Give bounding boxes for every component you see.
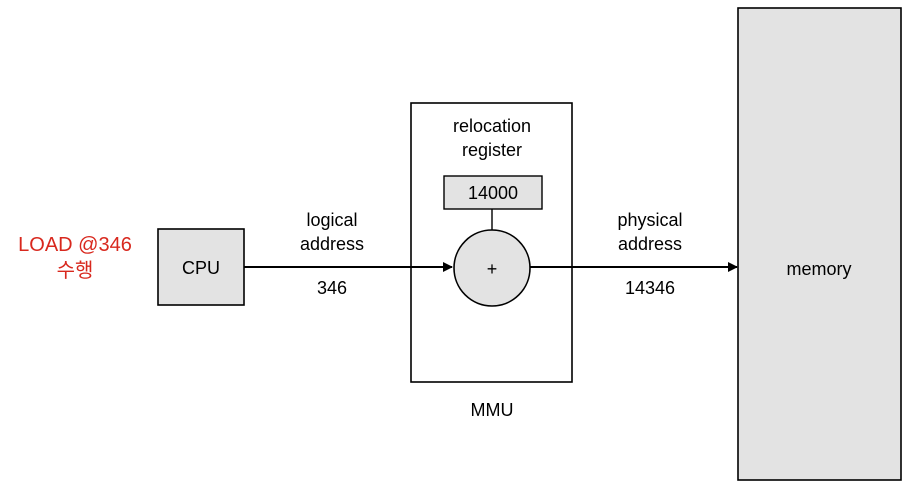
physical-address-label: physical address bbox=[590, 208, 710, 256]
adder-symbol: + bbox=[487, 259, 498, 279]
mmu-label: MMU bbox=[470, 400, 514, 420]
cpu-box bbox=[157, 228, 245, 306]
relocation-label-line1: relocation bbox=[452, 116, 532, 136]
logical-label-line2: address bbox=[299, 234, 365, 254]
relocation-register-box bbox=[443, 175, 543, 210]
relocation-register-value: 14000 bbox=[468, 183, 518, 203]
annotation-instruction: LOAD @346 bbox=[18, 234, 132, 256]
annotation-execute: 수행 bbox=[56, 260, 94, 282]
physical-label-line2: address bbox=[617, 234, 683, 254]
relocation-register-label: relocation register bbox=[422, 114, 562, 162]
logical-label-line1: logical bbox=[306, 210, 358, 230]
memory-box bbox=[737, 7, 902, 481]
load-annotation: LOAD @346 수행 bbox=[0, 232, 150, 284]
physical-address-value: 14346 bbox=[624, 278, 676, 298]
logical-address-label: logical address bbox=[272, 208, 392, 256]
logical-address-value: 346 bbox=[316, 278, 348, 298]
memory-label: memory bbox=[786, 259, 851, 279]
cpu-label: CPU bbox=[182, 258, 220, 278]
relocation-label-line2: register bbox=[461, 140, 523, 160]
physical-label-line1: physical bbox=[617, 210, 683, 230]
